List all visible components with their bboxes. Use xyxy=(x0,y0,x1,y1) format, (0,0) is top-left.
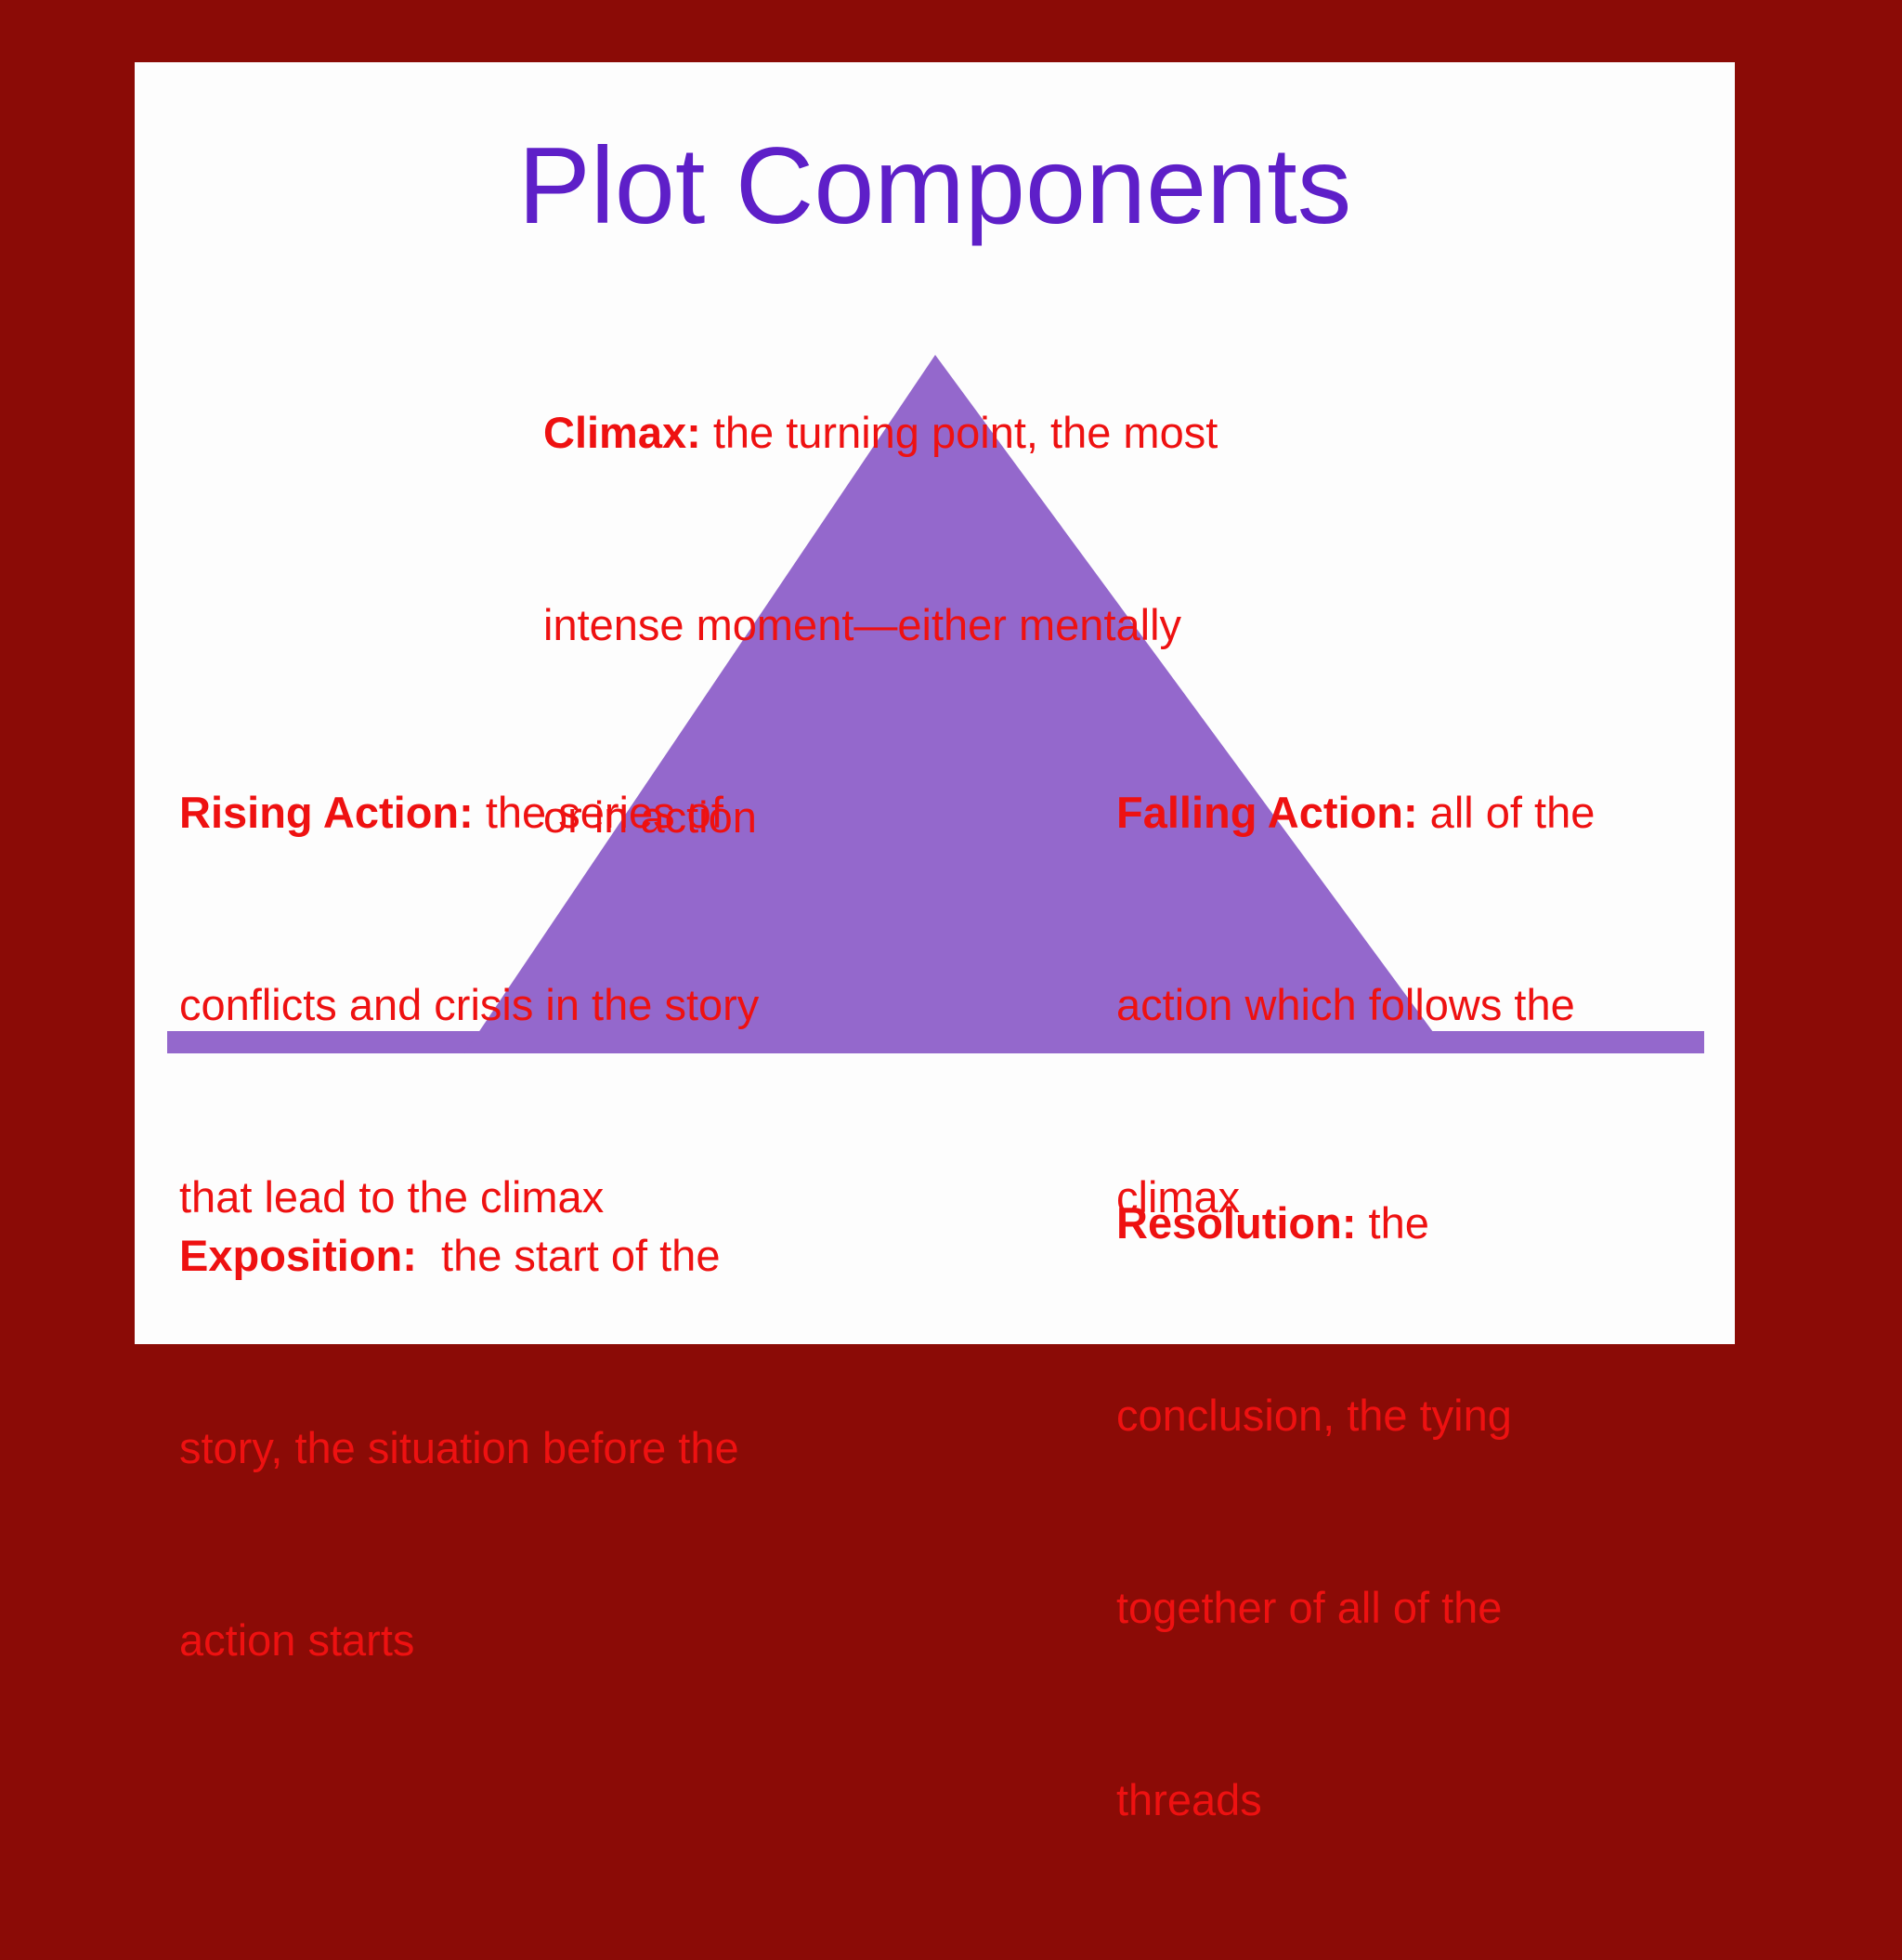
rising-action-label: Rising Action: xyxy=(179,788,474,837)
annotation-resolution-line-3: together of all of the xyxy=(1116,1583,1503,1632)
annotation-exposition-line-2: story, the situation before the xyxy=(179,1423,739,1472)
falling-action-label: Falling Action: xyxy=(1116,788,1418,837)
annotation-rising-line-3: that lead to the climax xyxy=(179,1172,605,1222)
annotation-rising-line-1: Rising Action: the series of xyxy=(179,788,723,837)
annotation-falling-line-3: climax xyxy=(1116,1172,1241,1222)
exposition-label: Exposition: xyxy=(179,1231,417,1280)
annotation-resolution: Resolution: the conclusion, the tying to… xyxy=(1116,1063,1512,1960)
slide-title: Plot Components xyxy=(517,124,1352,246)
annotation-rising-action: Rising Action: the series of conflicts a… xyxy=(179,652,759,1357)
annotation-exposition: Exposition: the start of the story, the … xyxy=(179,1095,739,1800)
annotation-resolution-line-2: conclusion, the tying xyxy=(1116,1391,1512,1440)
annotation-falling-line-1: Falling Action: all of the xyxy=(1116,788,1596,837)
annotation-climax-line-2: intense moment—either mentally xyxy=(543,600,1182,649)
annotation-climax-line-3: or in action xyxy=(543,792,757,842)
annotation-climax-line-1: Climax: the turning point, the most xyxy=(543,408,1218,457)
climax-label: Climax: xyxy=(543,408,701,457)
annotation-exposition-line-3: action starts xyxy=(179,1615,415,1665)
annotation-exposition-line-1: Exposition: the start of the xyxy=(179,1231,721,1280)
annotation-falling-line-2: action which follows the xyxy=(1116,980,1575,1029)
annotation-falling-action: Falling Action: all of the action which … xyxy=(1116,652,1595,1357)
resolution-label: Resolution: xyxy=(1116,1198,1357,1248)
annotation-resolution-line-1: Resolution: the xyxy=(1116,1198,1429,1248)
annotation-resolution-line-4: threads xyxy=(1116,1775,1262,1824)
annotation-climax: Climax: the turning point, the most inte… xyxy=(543,272,1218,977)
presentation-frame: Plot Components Climax: the turning poin… xyxy=(135,62,1735,1824)
annotation-rising-line-2: conflicts and crisis in the story xyxy=(179,980,760,1029)
